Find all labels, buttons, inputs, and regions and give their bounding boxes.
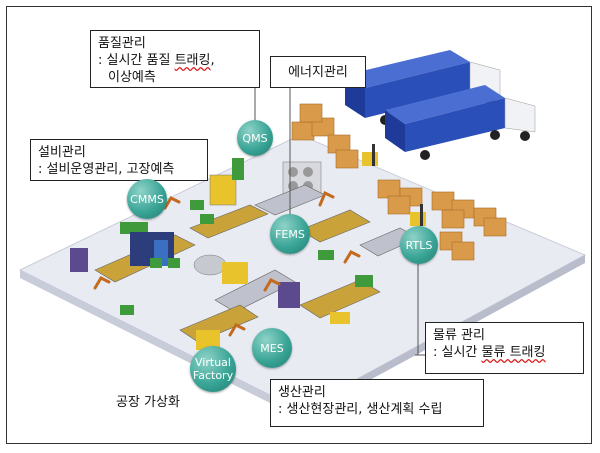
equipment-management-title: 설비관리 (38, 144, 200, 161)
quality-management-callout: 품질관리 : 실시간 품질 트래킹, 이상예측 (90, 30, 260, 88)
quality-management-desc: : 실시간 품질 트래킹, (98, 52, 252, 69)
production-management-title: 생산관리 (278, 384, 476, 401)
quality-management-title: 품질관리 (98, 35, 252, 52)
logistics-management-title: 물류 관리 (433, 327, 576, 344)
production-management-desc: : 생산현장관리, 생산계획 수립 (278, 401, 476, 418)
equipment-management-desc: : 설비운영관리, 고장예측 (38, 161, 200, 178)
equipment-management-callout: 설비관리 : 설비운영관리, 고장예측 (30, 139, 208, 181)
rtls-node: RTLS (400, 226, 438, 264)
virtual-factory-line2: Factory (193, 369, 233, 382)
energy-management-callout: 에너지관리 (270, 56, 366, 88)
cmms-node: CMMS (127, 179, 167, 219)
factory-virtualization-label: 공장 가상화 (116, 391, 180, 410)
qms-node: QMS (237, 120, 273, 156)
virtual-factory-line1: Virtual (195, 356, 231, 369)
production-management-callout: 생산관리 : 생산현장관리, 생산계획 수립 (270, 379, 484, 427)
energy-management-title: 에너지관리 (288, 64, 348, 81)
forklift-1 (362, 144, 378, 166)
logistics-management-desc: : 실시간 물류 트래킹 (433, 344, 576, 361)
virtual-factory-node: Virtual Factory (190, 346, 236, 392)
mes-node: MES (252, 328, 292, 368)
quality-management-desc-line2: 이상예측 (98, 69, 252, 86)
fems-node: FEMS (270, 214, 310, 254)
logistics-management-callout: 물류 관리 : 실시간 물류 트래킹 (425, 322, 584, 374)
